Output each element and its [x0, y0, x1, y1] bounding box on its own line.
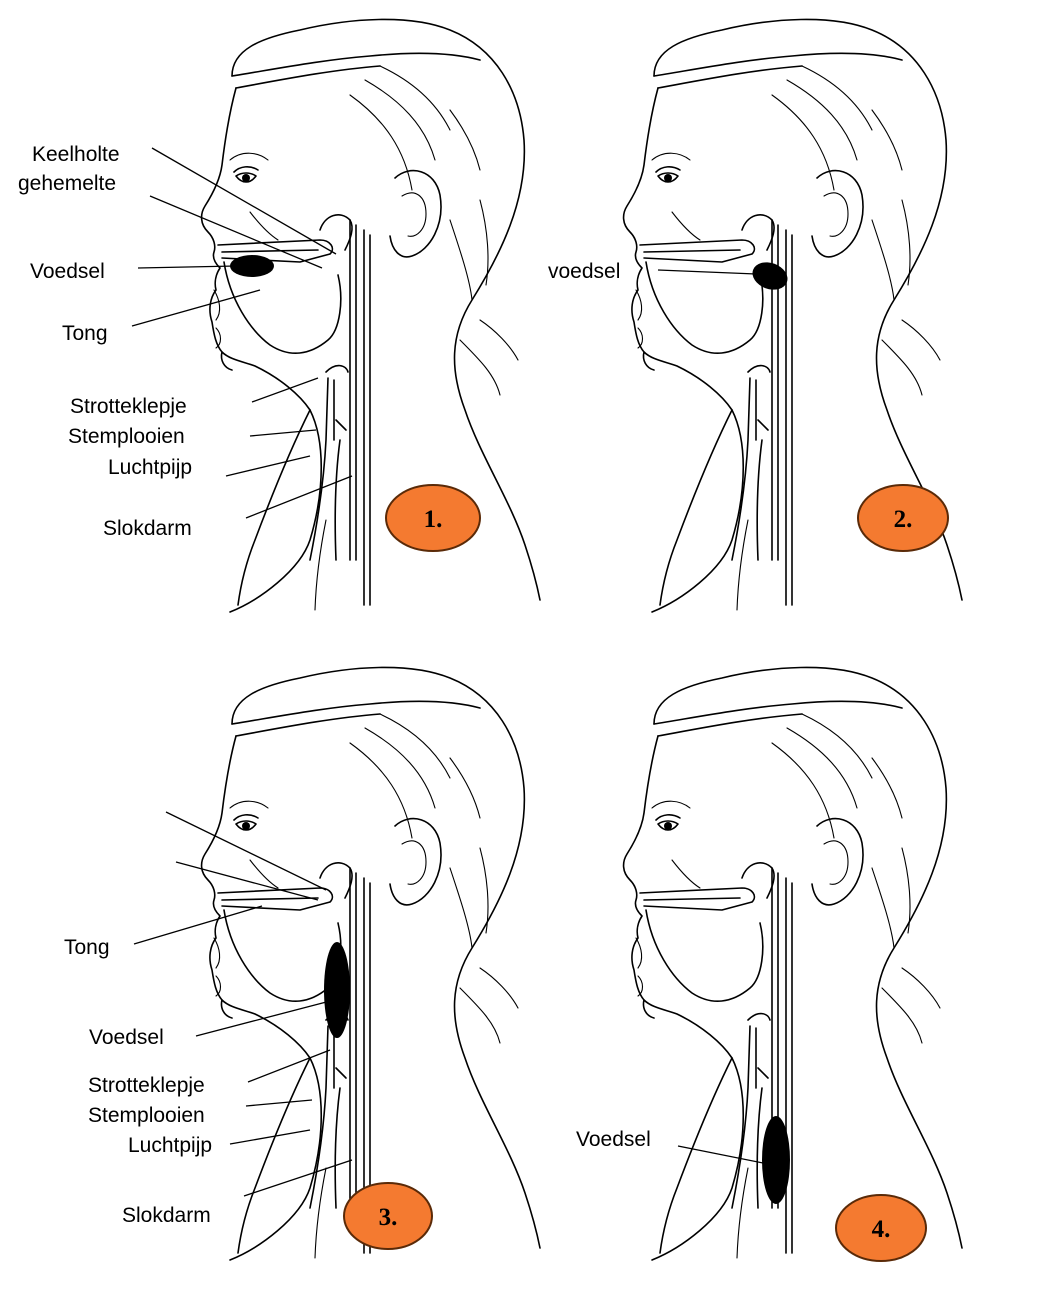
label-stemplooien: Stemplooien: [68, 425, 185, 448]
food-bolus-4: [762, 1116, 790, 1204]
label-stemplooien: Stemplooien: [88, 1104, 205, 1127]
step-number-4: 4.: [872, 1216, 891, 1243]
panel-2: voedsel 2.: [548, 19, 962, 612]
panel-1: Keelholte gehemelte Voedsel Tong Strotte…: [18, 19, 540, 612]
food-bolus-2: [749, 258, 792, 295]
step-number-2: 2.: [894, 506, 913, 533]
label-voedsel: Voedsel: [576, 1128, 651, 1151]
label-strotteklepje: Strotteklepje: [88, 1074, 205, 1097]
label-slokdarm: Slokdarm: [103, 517, 192, 540]
panel-3: Tong Voedsel Strotteklepje Stemplooien L…: [64, 667, 540, 1260]
step-number-1: 1.: [424, 506, 443, 533]
label-keelholte: Keelholte: [32, 143, 120, 166]
label-voedsel: Voedsel: [89, 1026, 164, 1049]
head-profile-4: [624, 667, 962, 1260]
food-bolus-3: [324, 942, 350, 1038]
label-voedsel: Voedsel: [30, 260, 105, 283]
panel-4: Voedsel 4.: [576, 667, 962, 1261]
label-tong: Tong: [62, 322, 108, 345]
label-luchtpijp: Luchtpijp: [128, 1134, 212, 1157]
label-voedsel: voedsel: [548, 260, 620, 283]
head-profile-1: [202, 19, 540, 612]
label-strotteklepje: Strotteklepje: [70, 395, 187, 418]
label-luchtpijp: Luchtpijp: [108, 456, 192, 479]
step-number-3: 3.: [379, 1204, 398, 1231]
label-slokdarm: Slokdarm: [122, 1204, 211, 1227]
label-gehemelte: gehemelte: [18, 172, 116, 195]
food-bolus-1: [230, 255, 274, 277]
head-profile-3: [202, 667, 540, 1260]
label-tong: Tong: [64, 936, 110, 959]
